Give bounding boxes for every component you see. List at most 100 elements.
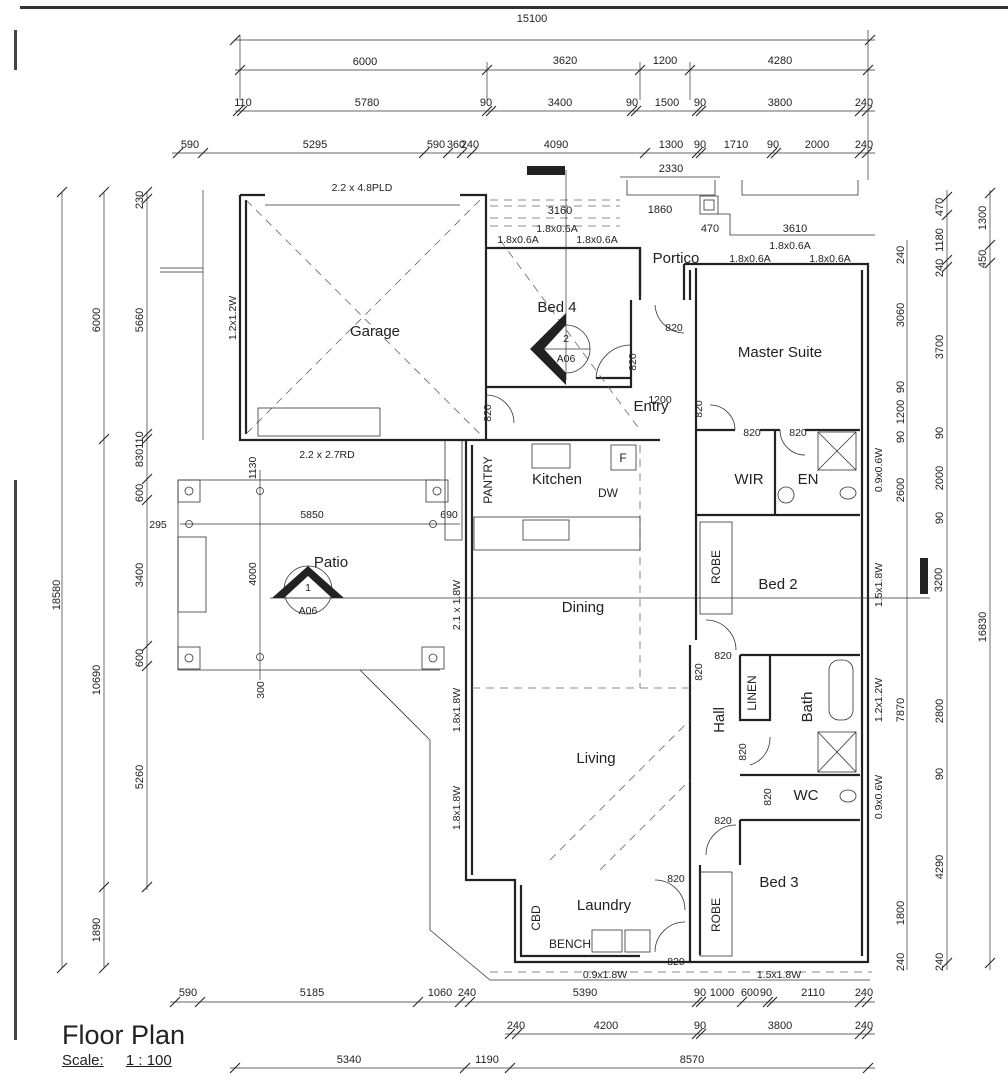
dim: 450	[977, 250, 989, 268]
door-width-label: 820	[627, 353, 639, 371]
bottom-dimensions: 590 5185 1060 240 5390 90 1000 600 90 21…	[169, 987, 875, 1074]
dim: 240	[895, 246, 907, 264]
dim: 240	[934, 259, 946, 277]
window-label: 1.8x0.6A	[576, 234, 617, 246]
room-bed3: Bed 3	[759, 874, 798, 891]
dim: 3610	[783, 223, 807, 235]
dim: 90	[767, 139, 779, 151]
room-bed4: Bed 4	[537, 299, 576, 316]
dim: 90	[694, 1020, 706, 1032]
sheet-border-top	[20, 6, 1008, 9]
room-living: Living	[576, 750, 615, 767]
dim: 5390	[573, 987, 597, 999]
dim: 2000	[805, 139, 829, 151]
cooktop	[531, 443, 571, 469]
dim: 690	[440, 509, 458, 521]
binder-mark	[14, 30, 17, 70]
dim: 1800	[895, 901, 907, 925]
dim: 90	[934, 512, 946, 524]
dim: 4000	[247, 562, 259, 586]
dim: 90	[760, 987, 772, 999]
door-width-label: 820	[667, 956, 685, 968]
laundry-trough	[591, 929, 623, 953]
dim: 5780	[355, 97, 379, 109]
linen-label: LINEN	[745, 675, 759, 710]
room-portico: Portico	[653, 250, 700, 267]
door-width-label: 820	[714, 815, 732, 827]
window-label: 1.2x1.2W	[873, 678, 885, 722]
dim: 600	[134, 649, 146, 667]
opening-labels: 2.2 x 4.8PLD 2.2 x 2.7RD 1.2x1.2W 1.8x0.…	[149, 182, 885, 981]
drawing-title-block: Floor Plan Scale: 1 : 100	[62, 1020, 185, 1069]
right-dimensions: 240 3060 90 1200 90 2600 3200 7870 1800 …	[895, 187, 996, 971]
room-entry: Entry	[633, 398, 669, 415]
dim: 2330	[659, 163, 683, 175]
door-width-label: 820	[737, 743, 749, 761]
robe-label: ROBE	[709, 898, 723, 932]
dim: 600	[741, 987, 759, 999]
dim: 5260	[134, 765, 146, 789]
dim: 1890	[91, 918, 103, 942]
dim: 1180	[934, 228, 946, 252]
window-label: 1.5x1.8W	[757, 969, 801, 981]
window-label: 0.9x0.6W	[873, 448, 885, 492]
dim: 3200	[933, 568, 945, 592]
door-width-label: 820	[714, 650, 732, 662]
section-line-marker	[527, 166, 565, 175]
dishwasher-label: DW	[598, 486, 619, 500]
room-bed2: Bed 2	[758, 576, 797, 593]
window-label: 1.5x1.8W	[873, 563, 885, 607]
scale-value: 1 : 100	[125, 1052, 172, 1069]
building-walls	[177, 170, 930, 981]
dim: 90	[694, 139, 706, 151]
dim: 1000	[710, 987, 734, 999]
dim: 5340	[337, 1054, 361, 1066]
dim: 5660	[134, 308, 146, 332]
dim: 8570	[680, 1054, 704, 1066]
dim: 360	[447, 139, 465, 151]
sink	[522, 519, 570, 541]
dim-overall-depth: 18580	[51, 580, 63, 611]
drawing-title: Floor Plan	[62, 1020, 186, 1050]
dim: 3400	[548, 97, 572, 109]
dim: 4200	[594, 1020, 618, 1032]
toilet	[839, 486, 857, 500]
room-wc: WC	[794, 787, 819, 804]
dim: 7870	[895, 698, 907, 722]
dim: 90	[934, 768, 946, 780]
door-width-label: 820	[789, 427, 807, 439]
fridge-label: F	[619, 451, 626, 465]
dim: 600	[134, 484, 146, 502]
window-label: 1.8x1.8W	[451, 688, 463, 732]
dim: 6000	[91, 308, 103, 332]
window-label: 1.2x1.2W	[227, 296, 239, 340]
dim: 90	[934, 427, 946, 439]
section-sheet: A06	[557, 353, 576, 365]
dim: 90	[694, 97, 706, 109]
dim: 590	[181, 139, 199, 151]
dim: 1130	[247, 457, 259, 480]
dim: 3400	[134, 563, 146, 587]
dim: 3700	[934, 335, 946, 359]
section-number: 1	[305, 582, 311, 594]
dim: 240	[461, 139, 479, 151]
door-width-label: 820	[482, 404, 494, 422]
kitchen-island	[473, 516, 641, 551]
scale-label: Scale:	[62, 1052, 104, 1069]
robe-label: ROBE	[709, 550, 723, 584]
dim: 110	[234, 97, 252, 109]
dim: 1060	[428, 987, 452, 999]
toilet	[839, 789, 857, 803]
dim: 590	[179, 987, 197, 999]
dim: 1710	[724, 139, 748, 151]
dim: 1300	[977, 206, 989, 230]
dim: 240	[855, 97, 873, 109]
dim: 2110	[801, 987, 825, 999]
door-label: 2.1 x 1.8W	[451, 580, 463, 630]
ensuite-shower	[817, 431, 857, 471]
dim: 5850	[300, 509, 324, 521]
dim: 5295	[303, 139, 327, 151]
dim: 3060	[895, 303, 907, 327]
dim: 240	[507, 1020, 525, 1032]
